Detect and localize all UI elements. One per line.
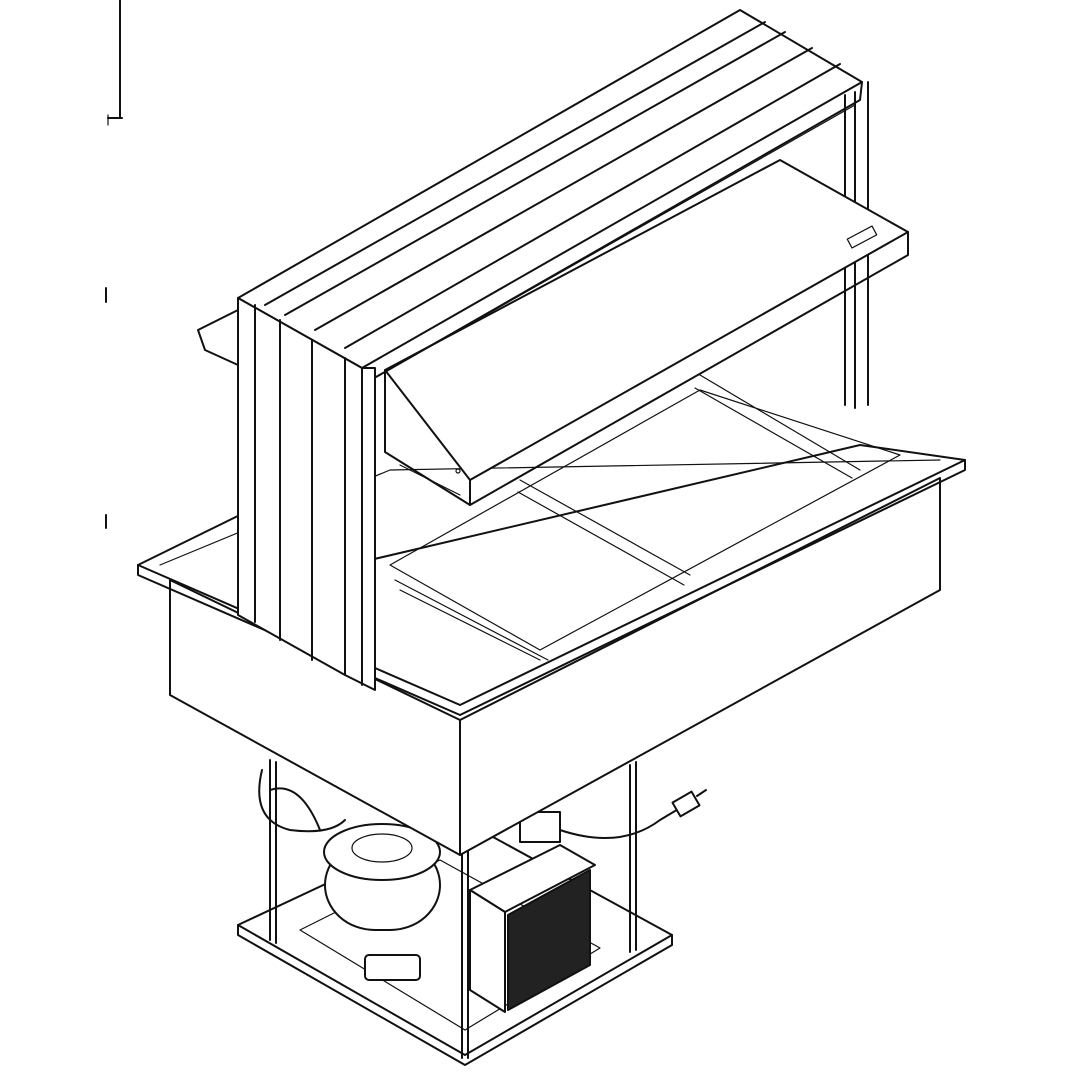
shelf xyxy=(384,159,909,506)
base-plate xyxy=(237,819,673,1066)
compressor xyxy=(258,769,441,981)
power-cord xyxy=(559,789,707,839)
front-column xyxy=(237,297,376,691)
edge-marks xyxy=(105,0,123,529)
condenser-unit xyxy=(469,811,596,1013)
canopy xyxy=(197,9,863,386)
food-pans xyxy=(389,374,901,661)
